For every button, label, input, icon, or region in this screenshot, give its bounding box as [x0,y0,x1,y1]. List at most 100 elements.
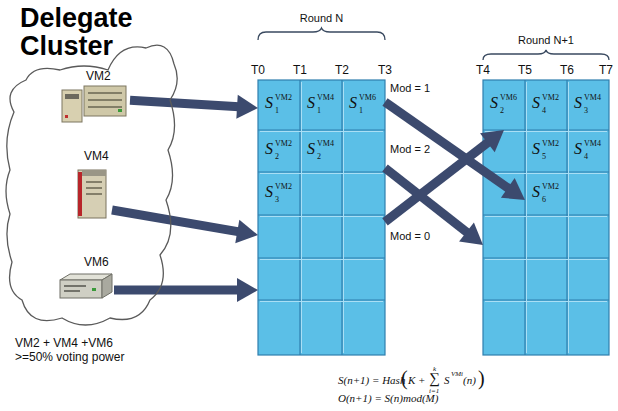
slot-symbol: S [265,94,273,112]
slot-cell: SVM25 [525,130,567,172]
table-column-ground [483,80,609,355]
grid-highlights [260,82,383,353]
slot-symbol: S [532,183,540,201]
power-light [65,115,68,118]
time-slot-label: T1 [293,64,307,78]
slot-subscript: 1 [275,106,279,115]
slot-superscript: VM2 [542,93,559,102]
round-heading: Round N [258,12,385,25]
slot-symbol: S [265,183,273,201]
slot-subscript: 3 [275,195,279,204]
time-slot-label: T6 [560,64,574,78]
slot-cell: SVM61 [342,80,385,130]
round-bracket [258,28,385,40]
formula-term: O(n+1) = S(n)mod(M) [338,392,438,405]
cloud-outline [4,22,178,332]
status-light [118,109,122,112]
slot-subscript: 3 [584,106,588,115]
arrow-shaft [114,286,239,295]
grid-lines [483,80,609,355]
slot-subscript: 4 [584,152,588,161]
slot-cell: SVM2 1 [258,80,300,130]
desktop-front [60,280,102,298]
slot-cell: SVM2 2 [258,130,300,172]
time-slot-label: T7 [599,64,613,78]
slot-cell: SVM4 4 [567,130,609,172]
status-light [92,288,96,291]
arrow-head [501,178,525,200]
round-table-grid [258,80,609,355]
slot-subscript: 2 [317,152,321,161]
flow-arrow [112,210,258,243]
table-column-ground [258,80,385,355]
tower-icon [78,170,106,218]
round-heading: Round N+1 [483,34,609,47]
slot-superscript: VM2 [275,182,292,191]
slot-symbol: S [307,94,315,112]
slot-symbol: S [574,140,582,158]
slot-subscript: 2 [500,106,504,115]
cluster-note: VM2 + VM4 +VM6 >=50% voting power [15,336,137,364]
slot-subscript: 5 [542,152,546,161]
slot-subscript: 4 [542,106,546,115]
edge-label: Mod = 2 [388,143,432,156]
slot-subscript: 1 [317,106,321,115]
slot-superscript: VM2 [275,139,292,148]
drive-bay [65,94,79,99]
arrow-head [480,130,504,152]
desktop-slots [64,286,86,291]
slot-subscript: 1 [359,106,363,115]
formula-term: S(n+1) = Hash [338,374,405,387]
formula-term: ( [401,367,408,390]
arrow-head [237,278,258,302]
vm-label: VM6 [84,256,109,270]
tower-top [82,170,106,176]
tower-body [62,90,82,122]
flow-arrow [385,130,504,222]
vm-node: VM6 [56,256,114,302]
cloud-outline-path [6,45,177,325]
slot-cell: SVM2 4 [525,80,567,130]
slot-superscript: VM6 [500,93,517,102]
rack-body [84,86,126,116]
arrow-shaft [130,100,239,107]
slot-superscript: VM6 [359,93,376,102]
slot-subscript: 2 [275,152,279,161]
slot-symbol: S [490,94,498,112]
slot-symbol: S [532,140,540,158]
tower-stripe [78,172,82,216]
flow-arrow [130,95,258,119]
arrow-head [236,95,258,119]
formula-term: ∑ [429,370,440,387]
arrow-shaft [385,168,468,233]
vm-label: VM2 [86,70,111,84]
slot-cell: SVM43 [567,80,609,130]
server-icon [62,86,126,122]
slot-symbol: S [532,94,540,112]
round-table: Round N+1SVM62SVM24SVM43SVM25SVM44SVM26 [483,80,609,355]
time-slot-label: T3 [378,64,392,78]
slot-superscript: VM4 [317,93,334,102]
time-slot-label: T5 [518,64,532,78]
formula-term: (n) [463,374,476,387]
arrow-head [235,220,258,244]
slot-subscript: 6 [542,195,546,204]
edge-label: Mod = 0 [388,230,432,243]
slot-superscript: VM4 [584,139,601,148]
desktop-icon [60,274,112,298]
grid-lines [258,80,385,355]
slot-cell: SVM42 [300,130,342,172]
drive-slots [86,182,102,194]
slot-symbol: S [307,140,315,158]
formula-term: VMi [451,370,463,378]
slot-symbol: S [265,140,273,158]
desktop-side [102,274,112,298]
slot-superscript: VM2 [275,93,292,102]
vm-node: VM4 [72,150,112,220]
arrow-shaft [112,210,239,232]
arrow-shaft [385,142,489,222]
grid-highlights [485,82,607,353]
arrow-head [459,223,483,245]
cluster-cloud: VM2 + VM4 +VM6 >=50% voting power VM2VM4V… [4,22,178,368]
